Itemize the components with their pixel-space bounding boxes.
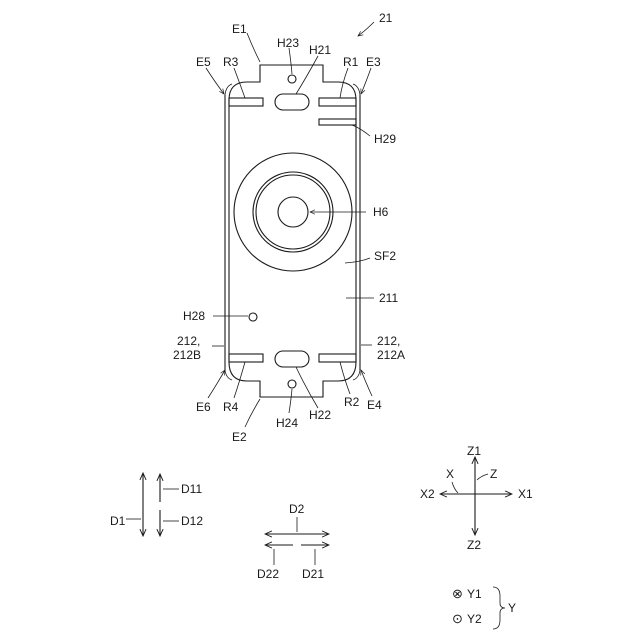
hole-h6: [278, 197, 308, 227]
label-e6: E6: [196, 400, 211, 414]
label-h28: H28: [183, 309, 205, 323]
label-d11: D11: [181, 482, 202, 496]
label-z1: Z1: [467, 444, 481, 458]
label-y2: Y2: [467, 612, 482, 626]
label-d2: D2: [289, 502, 305, 516]
slot-h29: [319, 119, 356, 125]
leader-e4: [361, 370, 372, 396]
label-r1: R1: [343, 55, 359, 69]
label-x1: X1: [518, 487, 533, 501]
leader-r3: [234, 68, 245, 98]
leader-z: [477, 474, 488, 480]
leader-e5: [206, 68, 224, 94]
leader-h23: [289, 48, 292, 74]
label-sf2: SF2: [374, 249, 396, 263]
label-212-left: 212,: [177, 334, 200, 348]
leader-e3: [361, 68, 371, 94]
label-e5: E5: [196, 55, 211, 69]
label-h29: H29: [374, 132, 396, 146]
label-e1: E1: [232, 22, 247, 36]
leader-e1: [247, 33, 260, 62]
slot-r3: [229, 98, 263, 106]
leader-h21: [296, 56, 318, 94]
label-d22: D22: [257, 567, 279, 581]
label-h21: H21: [309, 43, 331, 57]
label-e4: E4: [367, 398, 382, 412]
leader-e6: [208, 370, 225, 398]
hole-h21: [275, 94, 309, 110]
leader-h22: [296, 367, 318, 408]
label-r3: R3: [223, 55, 239, 69]
hole-h23: [288, 75, 296, 83]
label-y: Y: [508, 601, 516, 615]
y2-dot-symbol: ⊙: [452, 611, 463, 626]
label-d1: D1: [110, 514, 126, 528]
label-z: Z: [490, 467, 497, 481]
label-h23: H23: [277, 36, 299, 50]
label-e2: E2: [232, 430, 247, 444]
y1-cross-symbol: ⊗: [452, 586, 463, 601]
label-e3: E3: [366, 55, 381, 69]
label-h22: H22: [309, 408, 331, 422]
leader-21: [358, 22, 374, 36]
slot-r4: [229, 354, 263, 362]
label-r4: R4: [223, 400, 239, 414]
label-x: X: [446, 467, 454, 481]
slot-r2: [319, 354, 356, 362]
leader-h24: [289, 389, 292, 413]
slot-r1: [319, 98, 356, 106]
leader-h29: [352, 125, 370, 136]
label-h6: H6: [373, 205, 389, 219]
plate-outline: [229, 65, 356, 397]
label-212b: 212B: [173, 348, 201, 362]
leader-r4: [234, 362, 245, 398]
label-d12: D12: [181, 514, 203, 528]
y-brace: [493, 587, 505, 629]
leader-e2: [245, 399, 260, 427]
label-212a: 212A: [377, 348, 405, 362]
label-r2: R2: [344, 395, 360, 409]
hole-h28: [249, 313, 257, 321]
hole-h22: [275, 351, 309, 367]
label-211: 211: [379, 291, 398, 305]
leader-sf2: [345, 258, 370, 263]
label-212-right: 212,: [377, 334, 400, 348]
label-y1: Y1: [467, 587, 482, 601]
label-x2: X2: [420, 487, 435, 501]
label-figure-id: 21: [379, 11, 393, 25]
leader-x: [452, 482, 458, 493]
label-d21: D21: [302, 567, 324, 581]
hole-h24: [288, 380, 296, 388]
label-z2: Z2: [467, 538, 481, 552]
label-h24: H24: [276, 416, 298, 430]
